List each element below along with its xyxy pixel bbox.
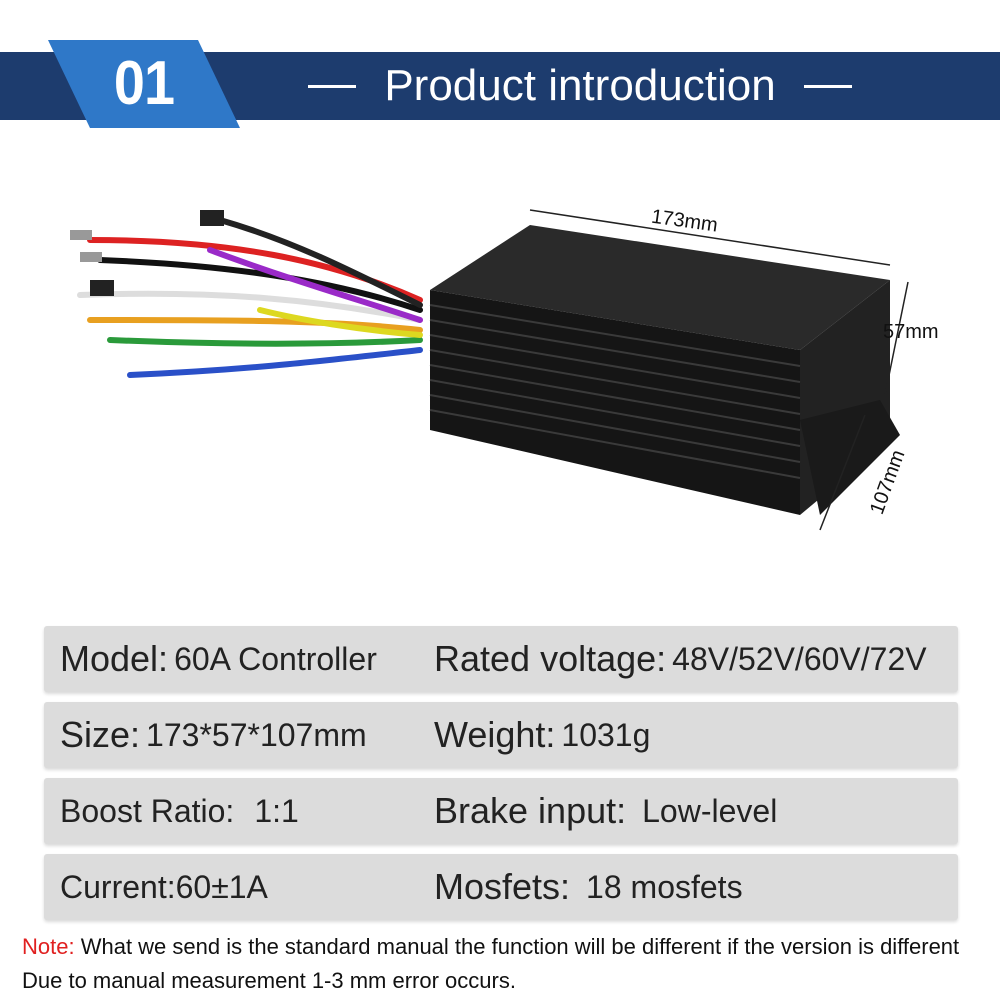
dimension-length: 173mm	[650, 206, 719, 237]
controller-top	[430, 225, 890, 350]
spec-cell-right: Weight: 1031g	[434, 702, 650, 768]
spec-value: Low-level	[642, 792, 778, 829]
spec-key: Rated voltage:	[434, 638, 667, 679]
spec-key: Size:	[60, 714, 141, 755]
badge-shape	[48, 40, 240, 128]
spec-cell-left: Model: 60A Controller	[60, 626, 377, 692]
footnote: Note: What we send is the standard manua…	[22, 930, 992, 998]
wire-bundle	[77, 217, 423, 378]
dimension-lines	[529, 209, 909, 531]
controller-illustration: 173mm 57mm 107mm	[70, 71, 939, 531]
spec-value: 60A Controller	[174, 640, 377, 677]
spec-cell-left: Boost Ratio: 1:1	[60, 778, 299, 844]
title-dash-left	[308, 84, 357, 88]
terminal	[80, 252, 102, 262]
spec-cell-right: Mosfets: 18 mosfets	[434, 854, 743, 920]
footnote-line-2: Due to manual measurement 1-3 mm error o…	[22, 968, 516, 993]
page-title: Product introduction	[384, 61, 776, 110]
connector	[90, 280, 114, 296]
spec-value: 60±1A	[175, 868, 268, 905]
connector	[200, 210, 224, 226]
spec-value: 48V/52V/60V/72V	[672, 640, 927, 677]
spec-value: 1031g	[561, 716, 651, 753]
spec-row: Size: 173*57*107mm Weight: 1031g	[44, 702, 958, 768]
spec-key: Brake input:	[434, 790, 627, 831]
spec-row: Model: 60A Controller Rated voltage: 48V…	[44, 626, 958, 692]
section-badge: 01	[48, 40, 240, 128]
heatsink-fins	[429, 304, 801, 479]
spec-row: Boost Ratio: 1:1 Brake input: Low-level	[44, 778, 958, 844]
footnote-line-1: Note: What we send is the standard manua…	[22, 930, 992, 964]
spec-cell-left: Size: 173*57*107mm	[60, 702, 367, 768]
product-image: 173mm 57mm 107mm	[30, 71, 980, 590]
terminal	[70, 230, 92, 240]
section-number: 01	[113, 49, 175, 118]
spec-cell-left: Current: 60±1A	[60, 854, 268, 920]
spec-cell-right: Brake input: Low-level	[434, 778, 777, 844]
spec-key: Model:	[60, 638, 169, 679]
note-text: What we send is the standard manual the …	[74, 934, 960, 959]
spec-value: 1:1	[254, 792, 299, 829]
spec-key: Current:	[60, 868, 176, 905]
spec-cell-right: Rated voltage: 48V/52V/60V/72V	[434, 626, 927, 692]
spec-row: Current: 60±1A Mosfets: 18 mosfets	[44, 854, 958, 920]
mounting-bracket	[800, 400, 900, 515]
spec-value: 173*57*107mm	[146, 716, 367, 753]
spec-key: Boost Ratio:	[60, 792, 235, 829]
note-label: Note:	[22, 934, 75, 959]
spec-key: Mosfets:	[434, 866, 571, 907]
spec-value: 18 mosfets	[586, 868, 743, 905]
banner-title-group: Product introduction	[300, 52, 860, 120]
spec-key: Weight:	[434, 714, 556, 755]
controller-side	[430, 290, 800, 515]
title-dash-right	[803, 84, 852, 88]
dimension-height: 57mm	[883, 321, 939, 343]
